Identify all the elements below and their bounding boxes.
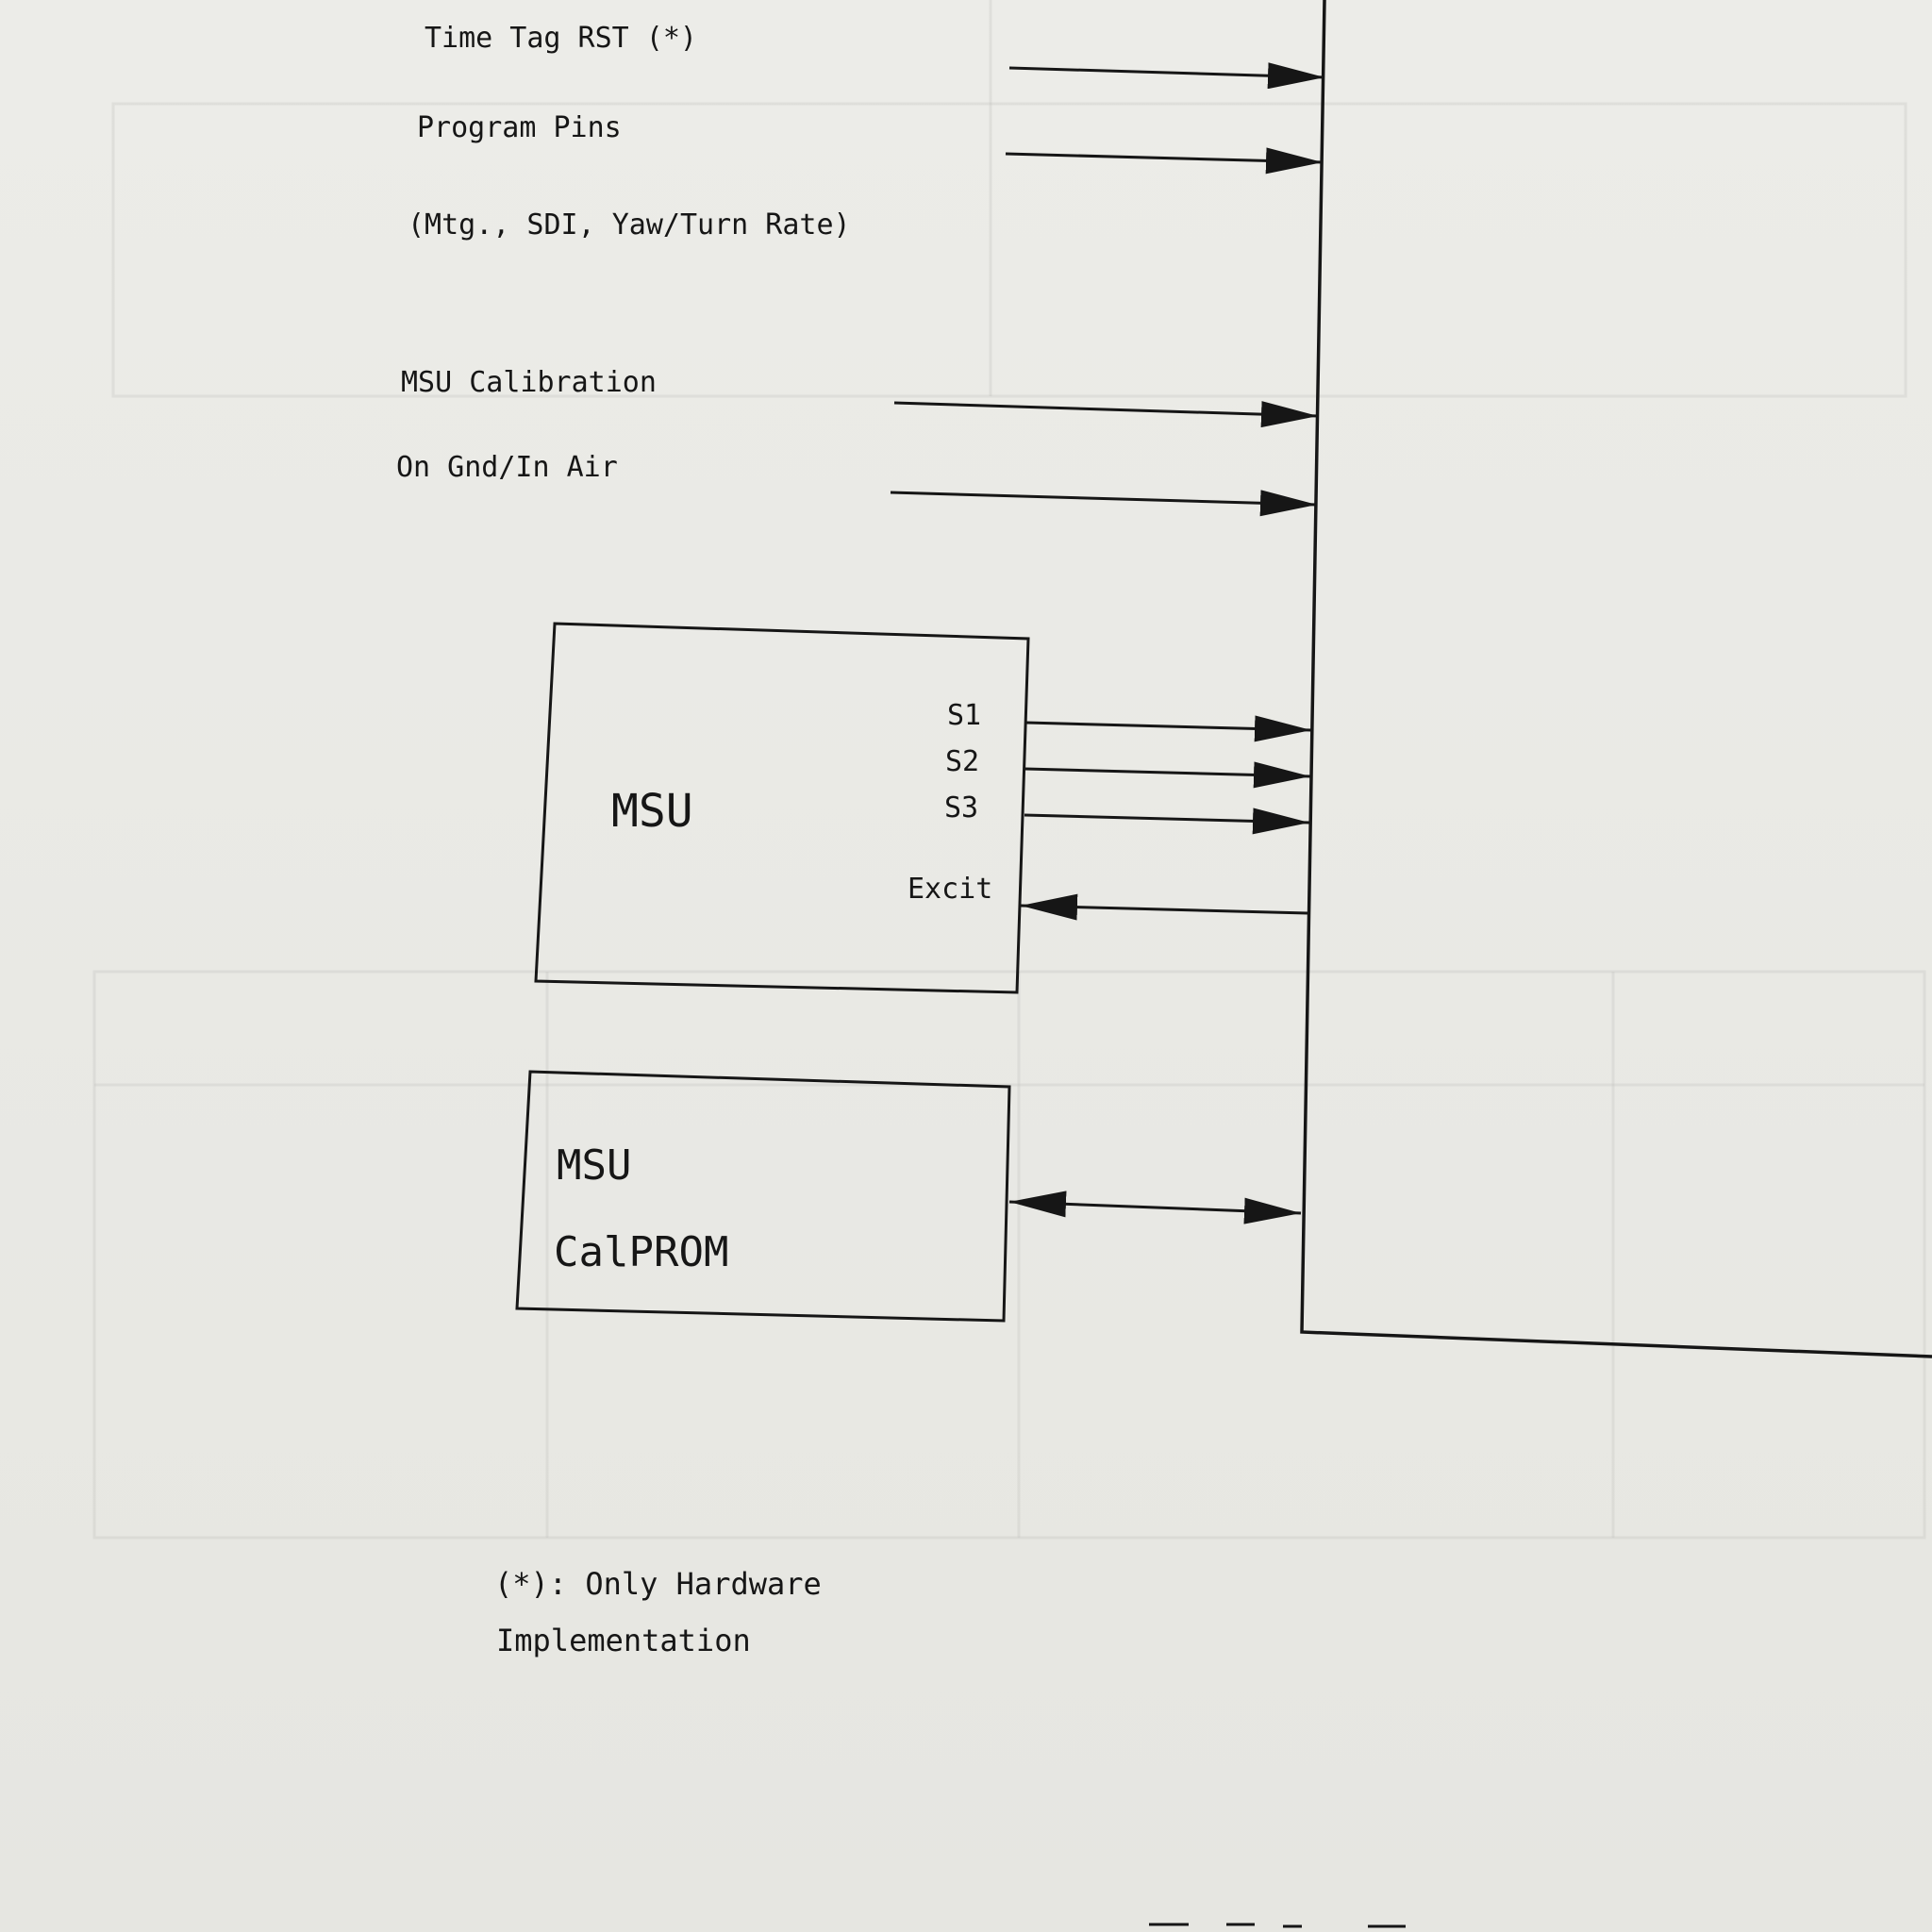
footnote-line1: (*): Only Hardware xyxy=(494,1566,822,1602)
bleed-through-texture xyxy=(92,0,1926,1540)
calprom-block: MSU CalPROM xyxy=(515,1070,1302,1323)
signal-s2-arrow xyxy=(1024,761,1311,789)
label-program-pins-note: (Mtg., SDI, Yaw/Turn Rate) xyxy=(408,208,851,242)
label-msu-calibration: MSU Calibration xyxy=(401,366,657,399)
calprom-bidirectional-arrow xyxy=(1008,1191,1302,1224)
msu-title: MSU xyxy=(611,785,693,838)
signal-excit-arrow xyxy=(1020,893,1308,921)
input-msu-calibration: MSU Calibration xyxy=(401,366,1319,428)
signal-s3-arrow xyxy=(1024,808,1310,835)
label-program-pins: Program Pins xyxy=(417,111,622,144)
input-time-tag-rst: Time Tag RST (*) xyxy=(425,22,1325,90)
controller-block xyxy=(1300,0,1932,1358)
input-on-gnd-in-air: On Gnd/In Air xyxy=(396,451,1318,517)
footnote: (*): Only Hardware Implementation xyxy=(494,1566,822,1658)
calprom-line2: CalPROM xyxy=(554,1228,728,1276)
port-s1-label: S1 xyxy=(947,699,981,732)
msu-block: MSU S1 S2 S3 Excit xyxy=(534,622,1312,994)
port-s2-label: S2 xyxy=(945,745,979,778)
label-on-gnd-in-air: On Gnd/In Air xyxy=(396,451,618,484)
signal-s1-arrow xyxy=(1025,715,1312,742)
port-excit-label: Excit xyxy=(908,873,992,906)
input-program-pins: Program Pins (Mtg., SDI, Yaw/Turn Rate) xyxy=(408,111,1324,242)
footnote-line2: Implementation xyxy=(496,1623,751,1658)
calprom-line1: MSU xyxy=(557,1141,631,1190)
port-s3-label: S3 xyxy=(944,791,978,824)
label-time-tag-rst: Time Tag RST (*) xyxy=(425,22,697,55)
cut-off-caption-fragment xyxy=(1149,1923,1406,1928)
